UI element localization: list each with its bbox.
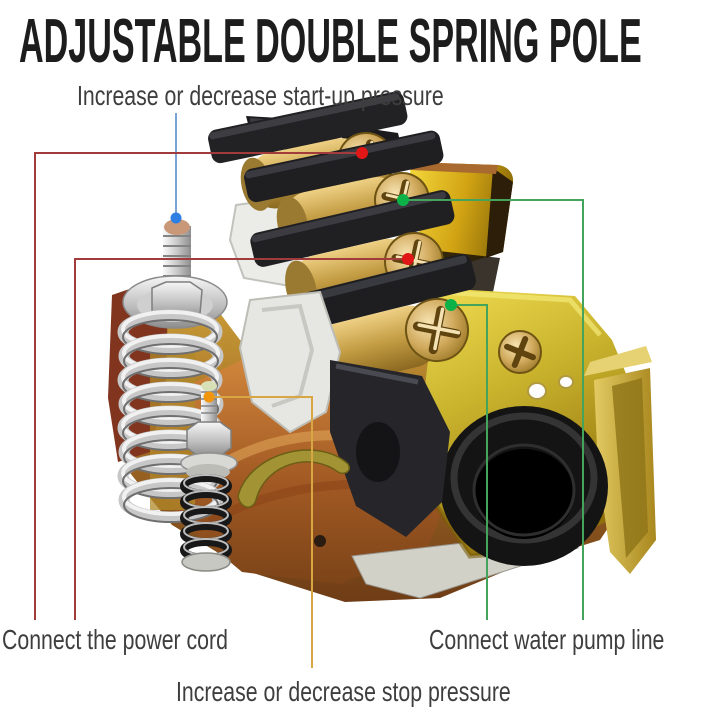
callout-lines xyxy=(34,113,584,668)
stop-leader-line xyxy=(209,396,313,668)
power-cord-point-marker xyxy=(356,147,368,159)
callout-stop-pressure: Increase or decrease stop pressure xyxy=(176,676,511,707)
small-spring-nut xyxy=(186,421,232,457)
callout-startup-pressure: Increase or decrease start-up pressure xyxy=(77,80,444,111)
water-pump-leader-line xyxy=(403,199,584,620)
callout-power-cord: Connect the power cord xyxy=(2,624,228,655)
water-pump-point-marker xyxy=(397,194,409,206)
startup-point-marker xyxy=(170,212,182,224)
small-spring-coils xyxy=(180,474,232,562)
callout-water-pump: Connect water pump line xyxy=(429,624,665,655)
power-cord-leader-line xyxy=(34,152,362,620)
right-bracket xyxy=(584,346,656,574)
black-cover-piece xyxy=(330,360,450,537)
power-cord-point-marker-2 xyxy=(402,253,414,265)
plate-screw xyxy=(498,330,542,374)
small-spring xyxy=(180,381,238,572)
water-pump-point-marker-2 xyxy=(445,299,457,311)
power-cord-leader-line-2 xyxy=(74,258,408,620)
water-pump-leader-line-2 xyxy=(451,304,488,620)
plate-hole xyxy=(527,382,547,400)
cable-grommet xyxy=(440,406,608,566)
page-title: ADJUSTABLE DOUBLE SPRING POLE xyxy=(19,7,642,76)
spring-coils xyxy=(117,309,224,523)
callout-point-markers xyxy=(170,147,457,403)
stop-point-marker xyxy=(203,391,215,403)
plate-hole xyxy=(558,375,574,389)
lever-hook xyxy=(237,449,350,508)
pressure-switch-body xyxy=(108,91,656,602)
plastic-rib xyxy=(261,303,315,408)
